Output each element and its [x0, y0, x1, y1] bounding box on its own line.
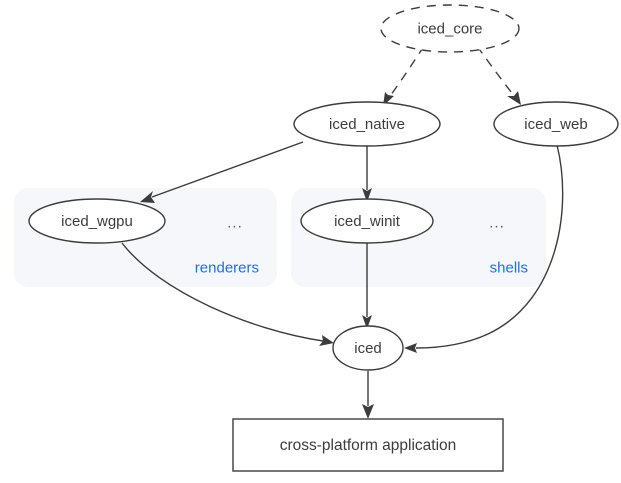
- edge-iced-wgpu-to-iced: [121, 242, 334, 346]
- node-cross-platform-application[interactable]: cross-platform application: [232, 418, 504, 472]
- node-iced-web-shape[interactable]: [493, 101, 619, 147]
- edge-iced-native-to-iced-wgpu-line: [151, 141, 304, 198]
- edge-iced-native-to-iced-winit: [362, 146, 372, 202]
- node-cross-platform-application-shape[interactable]: [232, 418, 504, 472]
- node-iced-wgpu-label: iced_wgpu: [61, 213, 133, 230]
- node-iced-shape[interactable]: [332, 325, 404, 371]
- cluster-shells-label: shells: [490, 260, 528, 277]
- edge-iced-core-to-iced-web-line: [476, 45, 516, 98]
- edge-iced-web-to-iced-arrowhead: [404, 343, 417, 353]
- node-iced-core-label: iced_core: [417, 21, 482, 38]
- edge-iced-winit-to-iced-arrowhead: [362, 315, 372, 329]
- node-iced-label: iced: [354, 340, 382, 357]
- node-iced-winit-label: iced_winit: [334, 213, 401, 230]
- node-iced-native-label: iced_native: [329, 116, 405, 133]
- node-iced-native[interactable]: iced_native: [293, 101, 441, 147]
- node-iced[interactable]: iced: [332, 325, 404, 371]
- edge-iced-core-to-iced-web: [476, 45, 521, 105]
- node-iced-native-shape[interactable]: [293, 101, 441, 147]
- edge-iced-core-to-iced-native: [383, 45, 425, 106]
- edge-iced-web-to-iced-line: [415, 144, 564, 349]
- node-iced-core-shape[interactable]: [380, 4, 520, 53]
- edge-iced-web-to-iced: [404, 144, 564, 353]
- node-iced-winit-shape[interactable]: [300, 198, 434, 244]
- edge-iced-wgpu-to-iced-line: [121, 242, 324, 342]
- edge-iced-wgpu-to-iced-arrowhead: [319, 335, 334, 346]
- node-iced-winit[interactable]: iced_winit: [300, 198, 434, 244]
- cluster-renderers-label: renderers: [195, 260, 259, 277]
- edge-iced-native-to-iced-winit-arrowhead: [362, 188, 372, 202]
- node-iced-wgpu[interactable]: iced_wgpu: [28, 198, 166, 244]
- node-iced-wgpu-shape[interactable]: [28, 198, 166, 244]
- node-cross-platform-application-label: cross-platform application: [280, 437, 457, 454]
- edge-iced-native-to-iced-wgpu: [140, 141, 304, 203]
- edge-iced-to-application-arrowhead: [362, 404, 374, 419]
- edge-iced-to-application: [362, 371, 374, 419]
- edge-iced-winit-to-iced: [362, 240, 372, 329]
- node-iced-web[interactable]: iced_web: [493, 101, 619, 147]
- edge-iced-native-to-iced-wgpu-arrowhead: [140, 191, 155, 203]
- node-iced-core[interactable]: iced_core: [380, 4, 520, 53]
- renderers-more-ellipsis: ...: [227, 215, 243, 232]
- shells-more-ellipsis: ...: [489, 215, 505, 232]
- edge-iced-core-to-iced-native-line: [387, 45, 425, 100]
- edge-iced-core-to-iced-web-arrowhead: [507, 91, 521, 105]
- node-iced-web-label: iced_web: [524, 116, 587, 133]
